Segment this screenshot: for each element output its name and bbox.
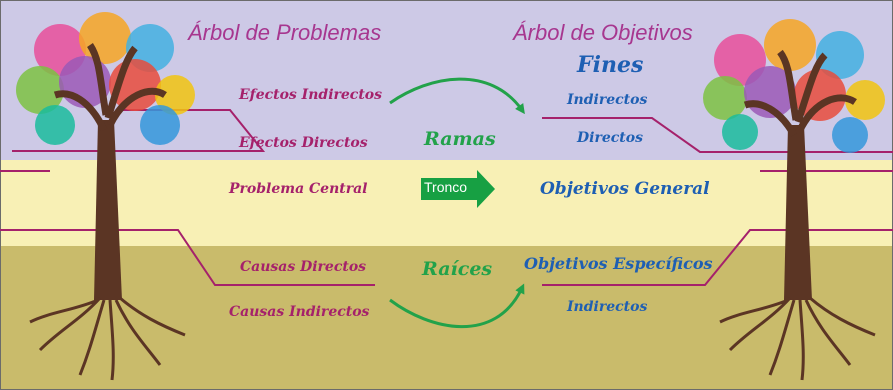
central-band bbox=[0, 160, 893, 246]
ends-indirect-label: Indirectos bbox=[567, 92, 648, 108]
causes-direct-label: Causas Directos bbox=[240, 259, 367, 275]
ends-label: Fines bbox=[577, 52, 644, 78]
bottom-curved-arrow bbox=[389, 283, 525, 329]
roots-label: Raíces bbox=[422, 258, 493, 280]
specific-indirect-label: Indirectos bbox=[567, 299, 648, 315]
top-curved-arrow bbox=[389, 77, 525, 115]
specific-objectives-label: Objetivos Específicos bbox=[524, 254, 713, 273]
left-tree bbox=[16, 12, 195, 381]
problems-tree-title: Árbol de Problemas bbox=[188, 20, 382, 45]
objectives-tree-title: Árbol de Objetivos bbox=[513, 20, 693, 45]
effects-direct-label: Efectos Directos bbox=[239, 135, 368, 151]
ends-direct-label: Directos bbox=[577, 130, 643, 146]
central-problem-label: Problema Central bbox=[229, 181, 368, 197]
right-tree bbox=[703, 19, 885, 381]
causes-indirect-label: Causas Indirectos bbox=[229, 304, 370, 320]
branches-label: Ramas bbox=[424, 128, 496, 150]
tronco-arrow bbox=[421, 170, 495, 208]
effects-indirect-label: Efectos Indirectos bbox=[239, 87, 383, 103]
general-objective-label: Objetivos General bbox=[540, 179, 710, 199]
trunk-label: Tronco bbox=[424, 179, 468, 195]
